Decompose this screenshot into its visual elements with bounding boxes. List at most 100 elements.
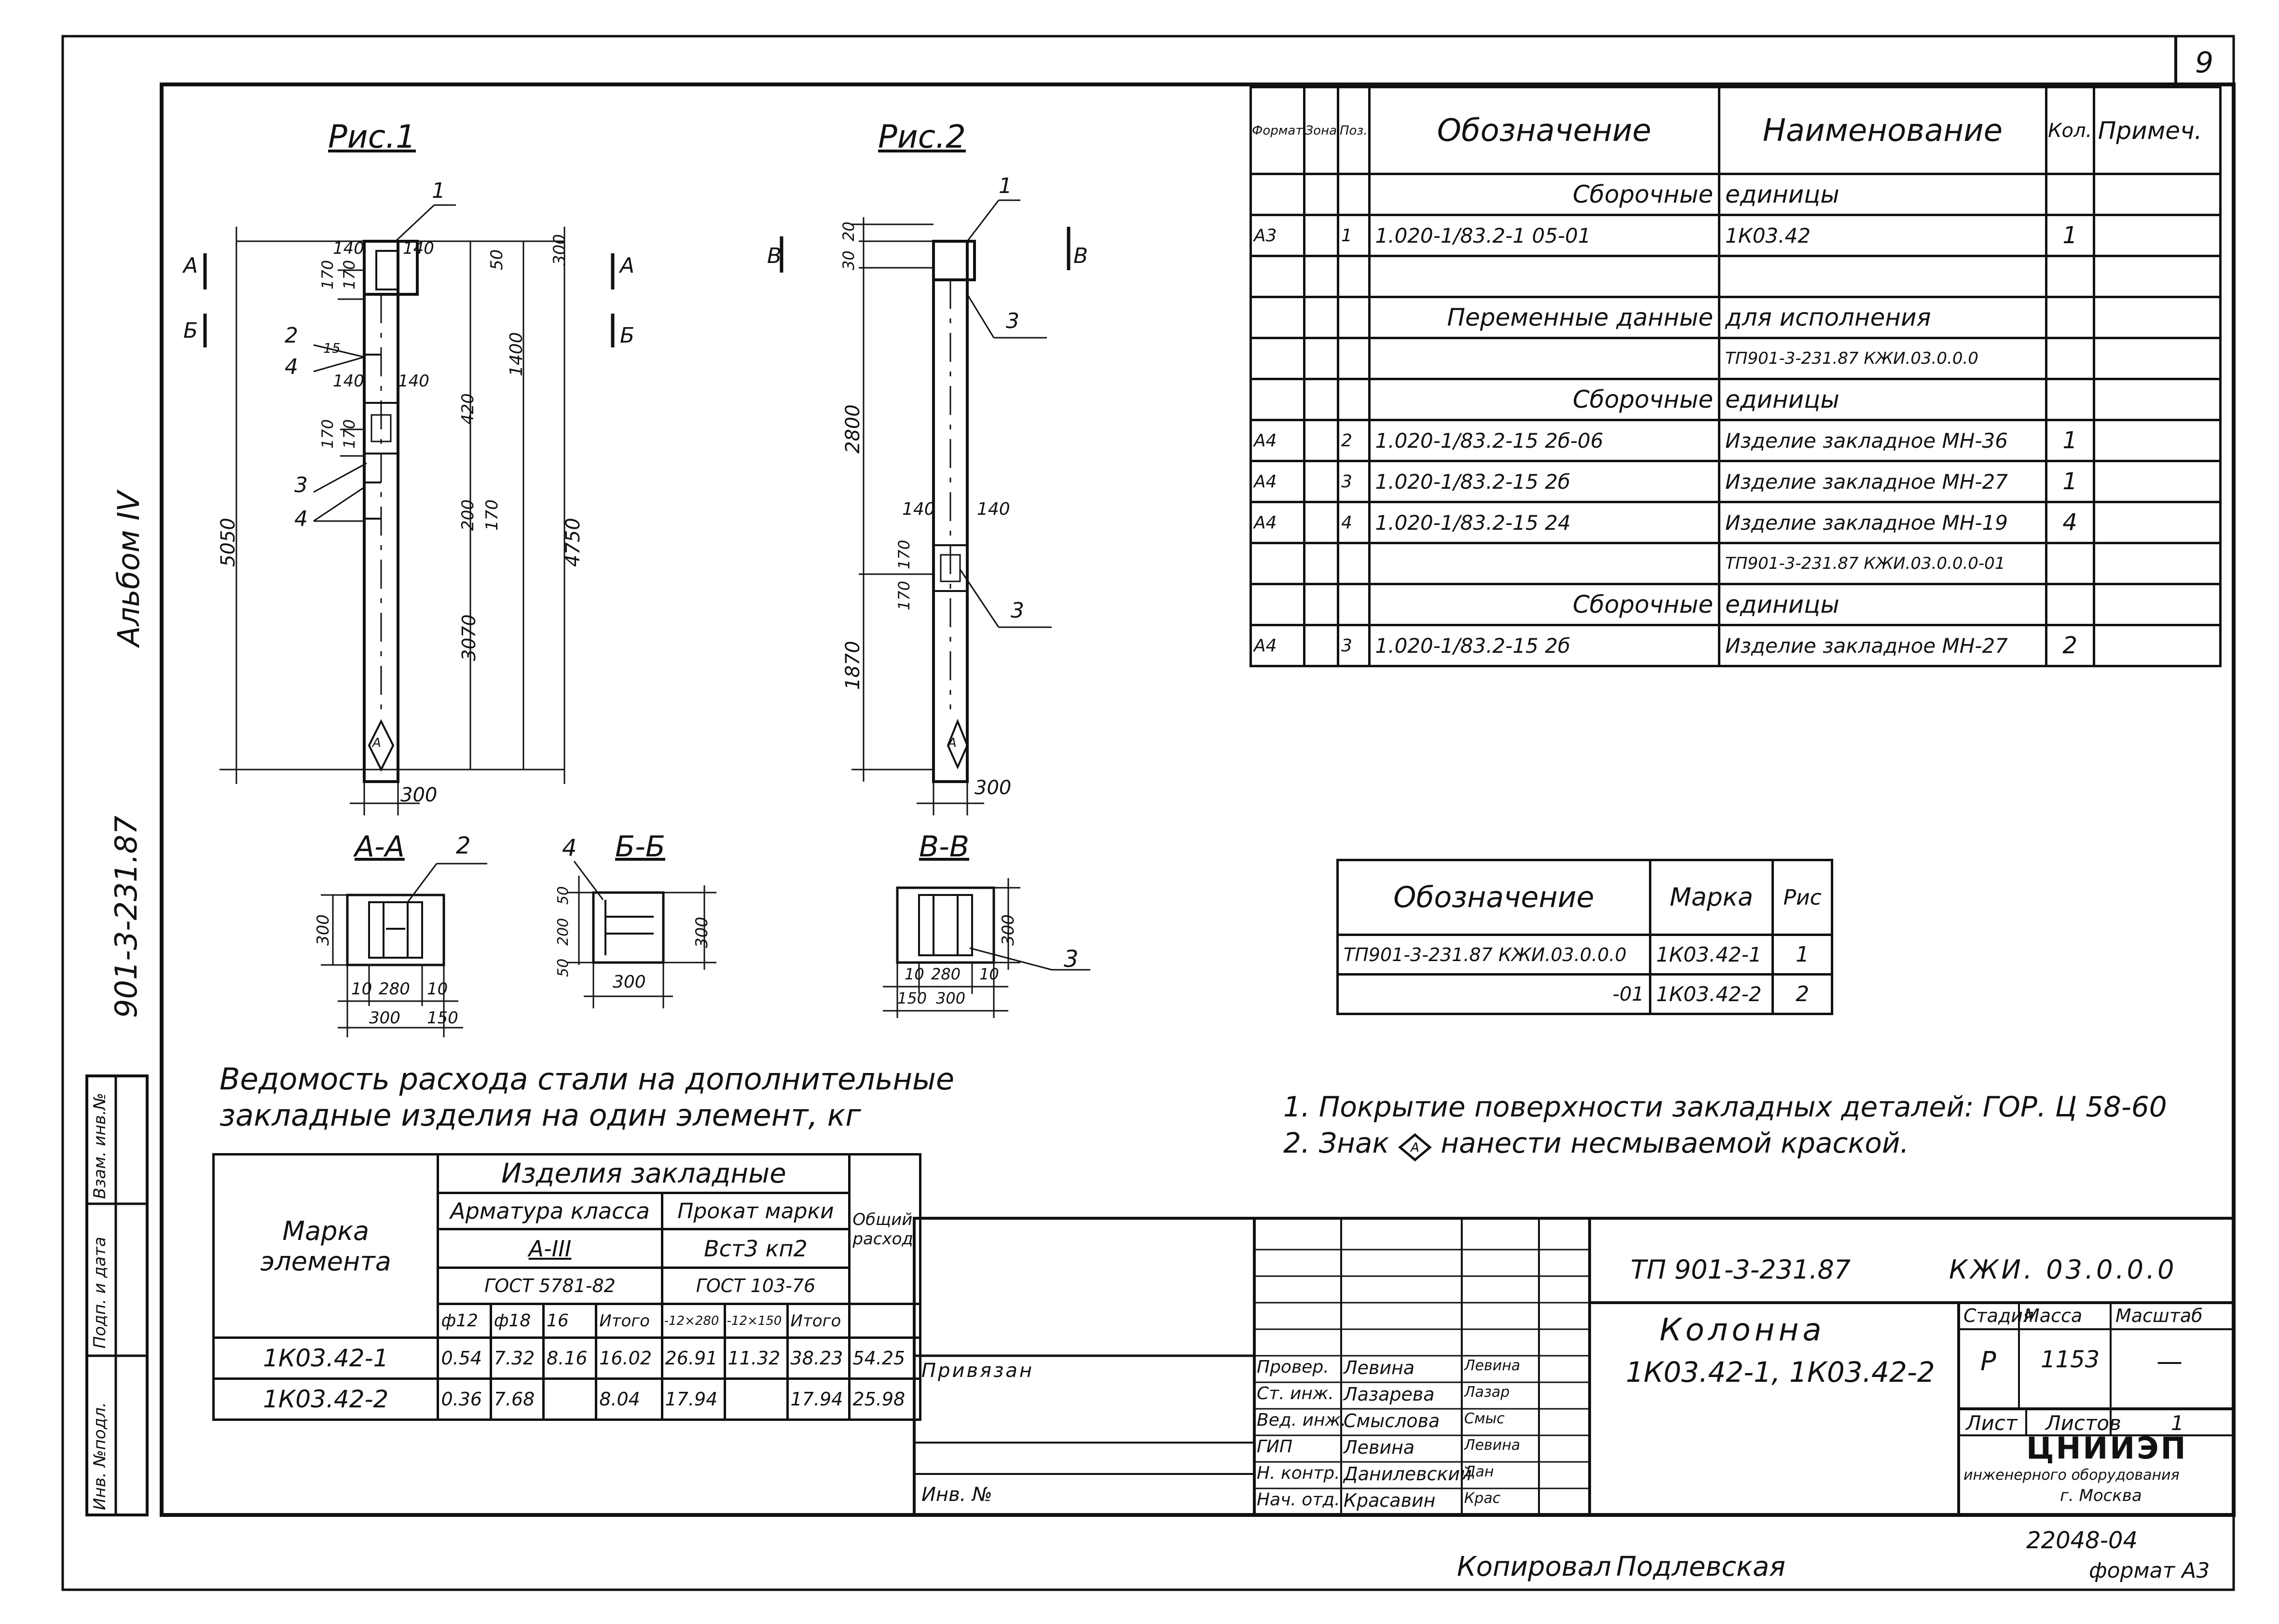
section-bb-d300v: 300	[692, 917, 712, 948]
fig2-dim-2800: 2800	[842, 404, 864, 454]
stamp-person-role: Ст. инж.	[1257, 1384, 1334, 1404]
marks-row: ТП901-3-231.87 КЖИ.03.0.0.0 1К03.42-1 1	[1336, 934, 1833, 976]
section-bb-pos: 4	[562, 835, 577, 862]
spec-cell-fmt	[1249, 583, 1305, 626]
stamp-org: ЦНИИЭП	[2026, 1431, 2188, 1466]
spec-cell-qty: 1	[2045, 460, 2095, 503]
dim-170c: 170	[318, 419, 337, 449]
dim-420: 420	[458, 393, 478, 425]
dim-50: 50	[487, 249, 507, 270]
steel-cell: 7.32	[489, 1336, 545, 1380]
steel-cell: 38.23	[786, 1336, 851, 1380]
spec-cell-pos	[1336, 173, 1371, 216]
copied-label: Копировал	[1457, 1551, 1611, 1583]
spec-cell-fmt	[1249, 542, 1305, 585]
fig2-dim-300: 300	[975, 777, 1012, 799]
stamp-person-name: Данилевский	[1344, 1463, 1472, 1485]
marks-cell: -01	[1336, 973, 1651, 1015]
steel-cell: 1К03.42-1	[212, 1336, 439, 1380]
fig2-dim-140b: 140	[977, 499, 1010, 519]
steel-cell: 0.54	[437, 1336, 492, 1380]
spec-cell-code: Сборочные	[1368, 378, 1721, 421]
fig1-dim-300: 300	[400, 784, 438, 806]
spec-cell-fmt	[1249, 378, 1305, 421]
steel-h-bst: Вст3 кп2	[660, 1228, 851, 1269]
stamp-stage: Р	[1980, 1346, 1996, 1376]
fig1-title: Рис.1	[328, 118, 416, 155]
marks-header-row: Обозначение Марка Рис	[1336, 859, 1833, 936]
fig2-sect-v-left: В	[767, 244, 782, 268]
marks-cell: 1К03.42-1	[1648, 934, 1774, 976]
spec-cell-qty: 4	[2045, 501, 2095, 544]
spec-cell-pos: 3	[1336, 624, 1371, 667]
dim-140c: 140	[333, 372, 364, 391]
fig2-dim-20: 20	[839, 221, 858, 241]
spec-cell-pos	[1336, 337, 1371, 380]
note-1: 1. Покрытие поверхности закладных детале…	[1283, 1090, 2167, 1123]
fig1-pos-3: 3	[294, 473, 308, 497]
spec-cell-name: Изделие закладное МН-36	[1718, 419, 2047, 462]
spec-cell-name: единицы	[1718, 378, 2047, 421]
spec-cell-name: Изделие закладное МН-27	[1718, 460, 2047, 503]
steel-table: Марка элемента Изделия закладные Общий р…	[212, 1153, 921, 1421]
spec-cell-note	[2092, 214, 2222, 257]
marks-cell: 2	[1771, 973, 1833, 1015]
spec-cell-zone	[1303, 214, 1339, 257]
spec-cell-pos: 4	[1336, 501, 1371, 544]
spec-cell-pos: 2	[1336, 419, 1371, 462]
steel-header-row-3: А-III Вст3 кп2	[214, 1228, 920, 1269]
fig1-sect-a-right: А	[620, 253, 635, 278]
stamp-person-sign: Крас	[1464, 1490, 1501, 1507]
spec-cell-note	[2092, 624, 2222, 667]
steel-cell: 16.02	[595, 1336, 663, 1380]
spec-h-pos: Поз.	[1336, 86, 1371, 175]
fig2-drawing	[780, 199, 1071, 815]
spec-cell-name: ТП901-3-231.87 КЖИ.03.0.0.0-01	[1718, 542, 2047, 585]
steel-header-row-4: ГОСТ 5781-82 ГОСТ 103-76	[214, 1266, 920, 1305]
marks-cell: ТП901-3-231.87 КЖИ.03.0.0.0	[1336, 934, 1651, 976]
spec-cell-code: 1.020-1/83.2-15 2б	[1368, 460, 1721, 503]
steel-cell: 8.16	[542, 1336, 598, 1380]
fig1-pos-2: 2	[285, 323, 298, 348]
stamp-mass: 1153	[2041, 1346, 2100, 1373]
fig2-pos-3a: 3	[1006, 309, 1019, 333]
spec-cell-zone	[1303, 542, 1339, 585]
stamp-grid	[913, 1217, 2235, 1516]
spec-cell-zone	[1303, 255, 1339, 298]
section-vv-d300b: 300	[936, 989, 966, 1007]
fig2-pos-3b: 3	[1011, 598, 1024, 623]
marks-cell: 1	[1771, 934, 1833, 976]
fig1-sect-b-left: Б	[183, 318, 198, 343]
stamp-mass-h: Масса	[2024, 1305, 2083, 1326]
steel-h-a3: А-III	[437, 1228, 663, 1269]
stamp-org-3: г. Москва	[2060, 1486, 2142, 1505]
steel-h-prokat: Прокат марки	[660, 1192, 851, 1230]
fig1-pos-4a: 4	[285, 355, 298, 379]
fig1-pos-1: 1	[432, 179, 445, 203]
spec-cell-qty	[2045, 296, 2095, 339]
spec-cell-note	[2092, 173, 2222, 216]
section-vv-d10a: 10	[905, 965, 924, 983]
section-vv-d150: 150	[897, 989, 927, 1007]
spec-cell-zone	[1303, 296, 1339, 339]
marks-table: Обозначение Марка Рис ТП901-3-231.87 КЖИ…	[1336, 859, 1833, 1015]
spec-cell-qty: 1	[2045, 419, 2095, 462]
spec-cell-note	[2092, 501, 2222, 544]
section-aa-d300: 300	[314, 914, 333, 946]
dim-170a: 170	[318, 260, 337, 289]
spec-cell-name	[1718, 255, 2047, 298]
section-vv-pos: 3	[1064, 946, 1079, 973]
spec-cell-qty	[2045, 337, 2095, 380]
section-bb-d200: 200	[555, 918, 572, 946]
steel-col: 16	[542, 1303, 598, 1339]
steel-header-row-5: ф12 ф18 16 Итого -12×280 -12×150 Итого	[214, 1303, 921, 1339]
steel-col: -12×280	[660, 1303, 726, 1339]
steel-title-line1: Ведомость расхода стали на дополнительны…	[220, 1061, 955, 1097]
stamp-person-sign: Левина	[1464, 1437, 1521, 1454]
left-strip-cell-1: Взам. инв.№	[90, 1092, 110, 1199]
